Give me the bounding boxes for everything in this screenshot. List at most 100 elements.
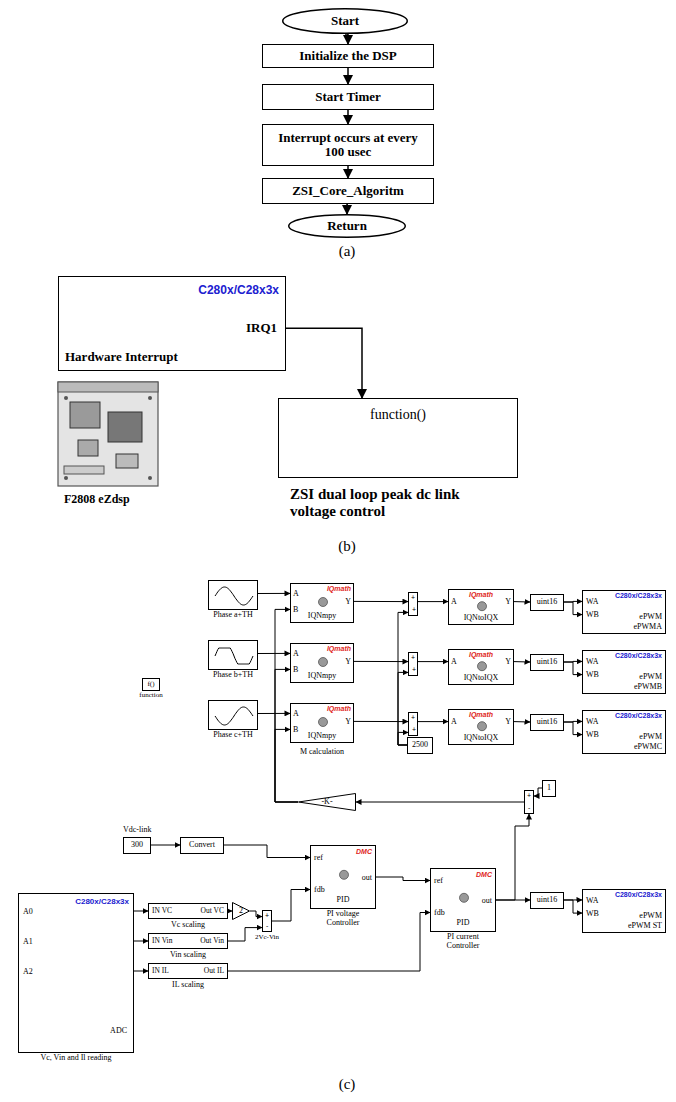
node-text: A1 [23,938,33,947]
connector-line [354,601,408,602]
process-box: ZSI_Core_Algoritm [262,178,434,204]
constant-block: uint16 [530,714,564,731]
node-text: PID [311,896,375,905]
iqmath-convert-block: IQmathAYIQNtoIQX [448,589,514,625]
connector-line [347,204,348,214]
node-text: Vc scaling [171,920,205,929]
connector [134,971,148,972]
epwm-block: C280x/C28x3xWAWBePWMePWM ST [582,889,666,933]
node-text: C280x/C28x3x [75,897,129,906]
caption-label: (b) [338,538,356,555]
node-text: Out Vin [200,937,224,945]
node-text: ePWM [639,613,662,622]
connector-line [345,34,348,44]
terminal-oval: Start [282,8,408,34]
node-text: IN VC [152,907,172,915]
connector [354,721,408,722]
node-text: WA [586,658,598,667]
node-text: ePWM [639,733,662,742]
node-text: IQNmpy [291,612,353,621]
iqmath-multiply-block: IQmathABYIQNmpy [290,703,354,743]
node-text: + [411,714,415,722]
connector [250,911,262,917]
node-outline [209,701,259,731]
connector-line [151,845,180,846]
node-text: B [293,726,298,735]
connector-line [514,721,530,722]
connector-line [347,68,349,84]
node-text: DMC [476,871,492,878]
node-text: uint16 [537,896,557,905]
gain-triangle: -K- [298,793,356,811]
node-text: ADC [110,1027,127,1036]
connector [354,661,408,662]
connector [514,661,530,662]
connector [354,601,408,602]
node-text: PID [431,919,495,928]
node-text: ePWMB [634,683,662,692]
node-text: Hardware Interrupt [65,350,178,364]
node-text: fdb [314,886,325,895]
sum-block: +-2Vc-Vin [262,910,272,932]
connector-line [564,900,582,913]
node-text: uint16 [537,718,557,727]
connector [258,653,290,654]
node-text: A [293,650,299,659]
node-text: IQmath [327,585,351,592]
node-text: 2500 [412,741,428,750]
connector [345,34,348,44]
constant-block: uint16 [530,892,564,909]
node-text: Start [331,14,359,28]
connector-line [224,845,310,858]
sum-block: ++ [408,652,418,676]
connector [224,845,310,858]
connector [514,721,530,722]
node-text: IN Vin [152,937,172,945]
connector [564,601,582,614]
connector-line [398,672,408,745]
adc-block: C280x/C28x3xA0A1A2ADCVc, Vin and Il read… [18,893,134,1053]
node-text: -K- [321,798,332,807]
node-text: A0 [23,908,33,917]
connector-line [228,911,232,912]
node-text: Out IL [204,967,224,975]
node-text: Out VC [201,907,224,915]
connector-line [258,713,290,714]
epwm-block: C280x/C28x3xWAWBePWMePWMA [582,590,666,634]
connector [134,941,148,942]
connector-line [250,911,262,917]
connector-line [354,661,408,662]
connector [348,68,349,84]
node-text: C280x/C28x3x [615,891,662,898]
connector [418,661,448,662]
node-text: PI voltage Controller [318,910,368,928]
connector-line [258,653,290,654]
connector [348,110,349,124]
node-text: ref [434,877,443,886]
connector-line [356,802,524,803]
scaling-subsystem: IN VCOut VCVc scaling [148,903,228,919]
connector [534,788,542,796]
connector-line [418,721,448,722]
constant-block: Convert [180,837,224,854]
node-text: WB [586,910,599,919]
node-text: Y [505,598,511,607]
caption-label: (a) [339,243,356,260]
connector [228,911,232,912]
node-text: ePWM ST [628,922,662,931]
process-box: Start Timer [262,84,434,110]
connector-line [514,601,530,602]
connector [151,845,180,846]
node-text: C280x/C28x3x [615,592,662,599]
node-outline [209,641,259,671]
signal-source-block: Phase c+TH [208,700,258,730]
connector-line [514,661,530,662]
board-picture [56,378,164,490]
sum-block: +- [524,790,534,814]
signal-source-block: Phase b+TH [208,640,258,670]
node-text: fdb [434,909,445,918]
connector-line [134,941,148,942]
node-text: ePWMC [634,743,662,752]
caption-label: F2808 eZdsp [64,492,130,507]
